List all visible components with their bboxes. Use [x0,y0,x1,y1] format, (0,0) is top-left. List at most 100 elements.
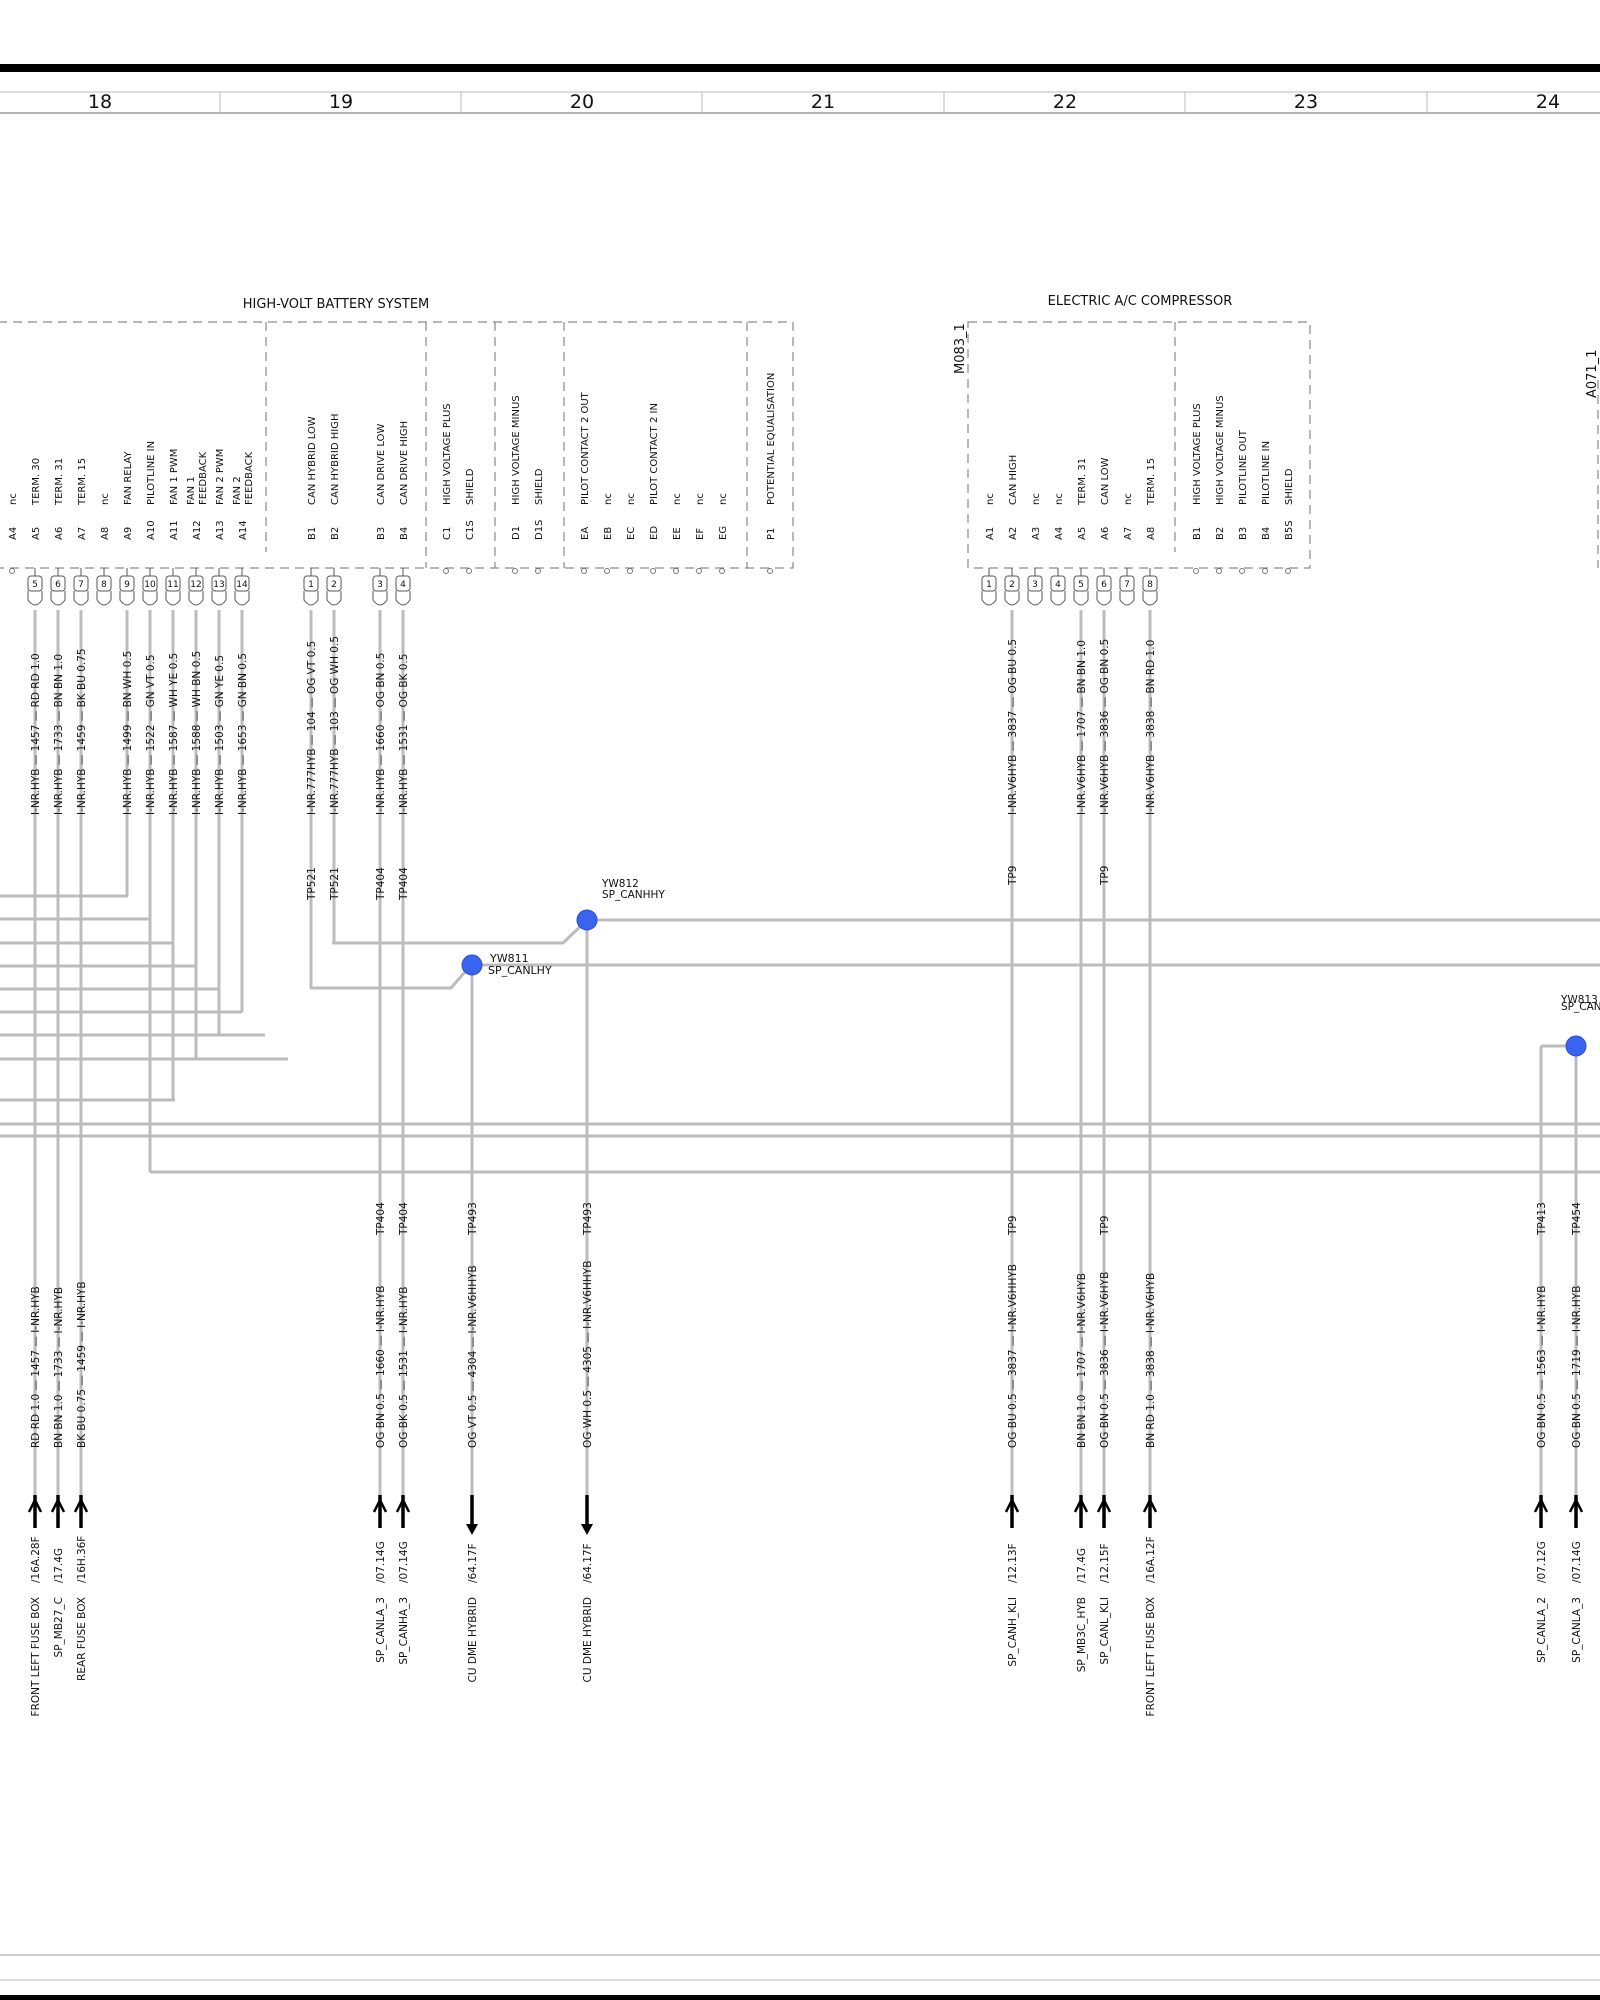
test-point-label: TP413 [1536,1202,1548,1236]
test-point-label: TP493 [582,1202,594,1236]
zone-label: 21 [811,91,835,113]
terminal-hood [1004,591,1020,606]
pin-function: TERM. 15 [1146,458,1157,506]
zone-label: 19 [329,91,353,113]
page-reference: /16A.12F [1145,1536,1157,1583]
pin-function: nc [1054,493,1065,505]
terminal-number: 6 [55,580,61,590]
arrow-up-icon [1073,1497,1089,1513]
splice-dot-icon [1565,1035,1587,1057]
test-point-label: TP404 [375,867,387,901]
terminal-hood [142,591,158,606]
wire-spec-lower: OG BU 0.5 — 3837 — I-NR.V6HHYB [1007,1264,1019,1448]
pin-code: D1S [534,520,545,540]
splice-yw813[interactable]: YW813 SP_CAN [1560,994,1600,1057]
splice-yw811[interactable]: YW811 SP_CANLHY [461,952,552,977]
pin-code: P1 [766,528,777,540]
pin-code: A8 [1146,527,1157,540]
compressor-id: M083_1 [953,323,968,374]
pin-function: TERM. 30 [31,458,42,506]
pin-function: TERM. 31 [1077,458,1088,506]
right-component[interactable]: A071_1 [1585,350,1600,568]
terminal-number: 5 [32,580,38,590]
test-point-label: TP9 [1007,866,1019,886]
terminal-box [372,575,388,592]
terminal-number: 5 [1078,580,1084,590]
page-reference: /17.4G [53,1548,65,1583]
pin-contact-icon [512,568,518,574]
arrow-down-icon [466,1524,478,1535]
pin-function: HIGH VOLTAGE PLUS [442,403,453,505]
test-point-label: TP493 [467,1202,479,1236]
pin-function: HIGH VOLTAGE MINUS [1215,395,1226,505]
pin-contact-icon [673,568,679,574]
terminal-hood [1050,591,1066,606]
destination-label: FRONT LEFT FUSE BOX [1145,1597,1157,1716]
arrow-up-icon [1004,1497,1020,1513]
terminal-number: 3 [1032,580,1038,590]
splice-id: YW813 [1560,994,1598,1006]
wire-columns [33,610,1578,1508]
pin-code: EG [718,526,729,540]
terminal-number: 11 [167,580,178,590]
pin-code: EF [695,528,706,540]
pin-terminal: 4 [395,568,411,606]
pin-terminal: 3 [372,568,388,606]
termination: RD RD 1.0 — 1457 — I-NR.HYB/16A.28FFRONT… [27,1286,43,1716]
arrow-down-icon [581,1524,593,1535]
terminal-box [395,575,411,592]
pin-code: EC [626,527,637,540]
pin-terminal: 4 [1050,568,1066,606]
terminal-number: 2 [1009,580,1015,590]
terminal-hood [188,591,204,606]
pin-contact-icon [1193,568,1199,574]
arrow-up-icon [1568,1497,1584,1513]
wire-spec-lower: BK BU 0.75 — 1459 — I-NR.HYB [76,1281,88,1448]
pin-terminal: 12 [188,568,204,606]
terminal-hood [981,591,997,606]
terminal-box [1050,575,1066,592]
pin-code: D1 [511,526,522,540]
battery-component[interactable]: HIGH-VOLT BATTERY SYSTEM [0,297,794,569]
wire-spec-lower: OG WH 0.5 — 4305 — I-NR.V6HHYB [582,1261,594,1448]
pin-function: SHIELD [1284,468,1295,505]
arrow-up-icon [73,1497,89,1513]
pin-code: B5S [1284,520,1295,540]
zone-label: 23 [1294,91,1318,113]
pin-code: B1 [307,527,318,540]
page-reference: /16H.36F [76,1536,88,1583]
pin-function: FAN 2 [232,476,243,505]
destination-label: SP_CANH_KLI [1007,1597,1019,1667]
pin-code: B2 [330,527,341,540]
destination-label: SP_CANHA_3 [398,1597,410,1665]
splice-yw812[interactable]: YW812 SP_CANHHY [576,878,665,931]
terminal-number: 7 [1124,580,1130,590]
test-point-label: TP404 [375,1202,387,1236]
test-point-label: TP404 [398,867,410,901]
pin-code: B4 [399,527,410,540]
wire-spec-upper: I-NR.HYB — 1531 — OG BK 0.5 [398,654,410,815]
wire-spec-lower: OG VT 0.5 — 4304 — I-NR.V6HHYB [467,1265,479,1448]
pin-terminal: 7 [73,568,89,606]
terminal-hood [1119,591,1135,606]
compressor-component[interactable]: ELECTRIC A/C COMPRESSOR M083_1 [953,294,1311,569]
pin-function: CAN HIGH [1008,455,1019,505]
terminal-box [1004,575,1020,592]
terminal-box [981,575,997,592]
wire-spec-upper: I-NR.V6HYB — 3837 — OG BU 0.5 [1007,639,1019,815]
page-reference: /64.17F [582,1543,594,1583]
arrow-up-icon [1096,1497,1112,1513]
splice-dot-icon [576,909,598,931]
pin-terminal: 2 [1004,568,1020,606]
